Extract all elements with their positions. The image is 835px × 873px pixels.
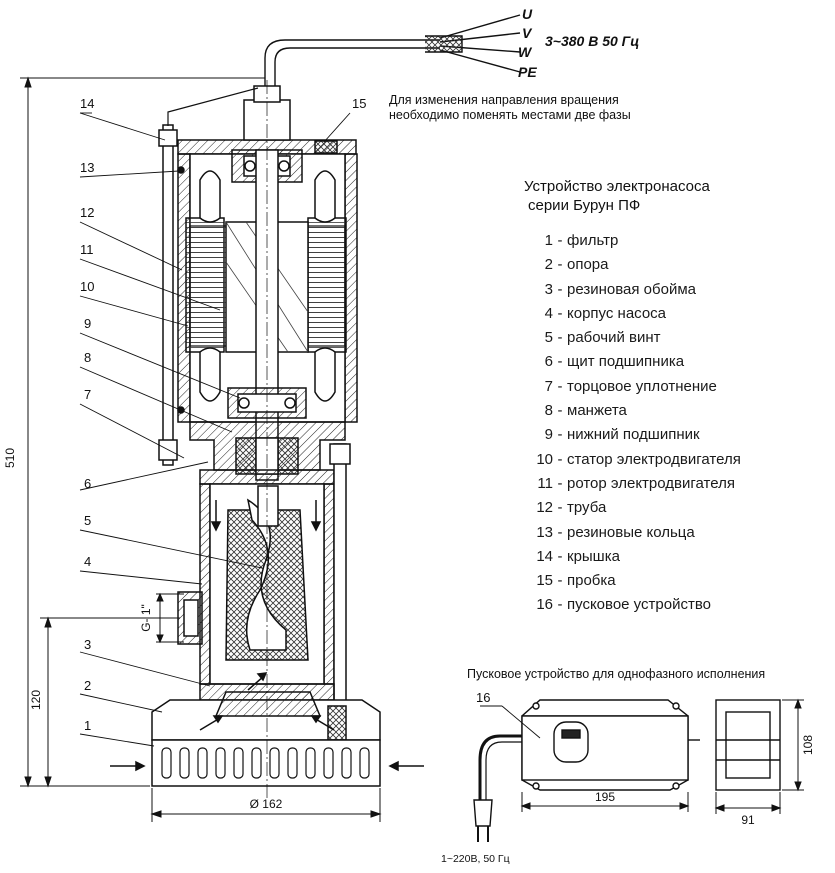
callout-10: 10 bbox=[80, 279, 94, 294]
plug-caption: 1~220В, 50 Гц bbox=[441, 853, 510, 865]
legend-title-line2: серии Бурун ПФ bbox=[528, 197, 641, 214]
height-120-value: 120 bbox=[29, 690, 43, 710]
legend-item: 11-ротор электродвигателя bbox=[537, 474, 735, 492]
rotation-note: Для изменения направления вращения необх… bbox=[389, 93, 631, 123]
parts-legend: 1-фильтр 2-опора 3-резиновая обойма 4-ко… bbox=[531, 229, 741, 618]
thread-value: G- 1" bbox=[139, 604, 153, 632]
rotation-note-line1: Для изменения направления вращения bbox=[389, 93, 619, 107]
phase-pe-label: PE bbox=[518, 64, 537, 80]
power-cable bbox=[264, 14, 521, 88]
legend-item: 3-резиновая обойма bbox=[544, 280, 696, 298]
filter-slots bbox=[161, 747, 370, 779]
legend-item: 6-щит подшипника bbox=[544, 353, 685, 371]
legend-title-line1: Устройство электронасоса bbox=[524, 178, 710, 195]
starter-title: Пусковое устройство для однофазного испо… bbox=[467, 667, 766, 681]
callout-7: 7 bbox=[84, 387, 91, 402]
legend-item: 8-манжета bbox=[544, 402, 627, 420]
diameter-dimension bbox=[150, 788, 382, 822]
starter-width-value: 195 bbox=[595, 790, 615, 804]
callout-6: 6 bbox=[84, 476, 91, 491]
callout-leaders bbox=[79, 112, 351, 747]
legend-item: 15-пробка bbox=[536, 572, 616, 590]
callout-9: 9 bbox=[84, 316, 91, 331]
legend-item: 5-рабочий винт bbox=[544, 329, 661, 347]
phase-w-label: W bbox=[518, 44, 533, 60]
starter-cable-plug bbox=[473, 734, 522, 842]
height-510-value: 510 bbox=[3, 448, 17, 468]
phase-v-label: V bbox=[522, 25, 533, 41]
starter-box-side bbox=[715, 699, 781, 791]
starter-height-value: 108 bbox=[801, 735, 815, 755]
legend-item: 13-резиновые кольца bbox=[536, 523, 695, 541]
starter-dimensions bbox=[520, 698, 804, 814]
pump-body bbox=[151, 443, 381, 787]
motor-housing bbox=[158, 85, 358, 481]
callout-2: 2 bbox=[84, 678, 91, 693]
callout-5: 5 bbox=[84, 513, 91, 528]
legend-item: 12-труба bbox=[536, 499, 607, 517]
callout-13: 13 bbox=[80, 160, 94, 175]
legend-item: 9-нижний подшипник bbox=[544, 426, 700, 444]
callout-8: 8 bbox=[84, 350, 91, 365]
starter-depth-value: 91 bbox=[741, 813, 755, 827]
callout-16-leader bbox=[501, 705, 541, 739]
legend-item: 16-пусковое устройство bbox=[536, 596, 711, 614]
callout-4: 4 bbox=[84, 554, 91, 569]
callout-15: 15 bbox=[352, 96, 366, 111]
thread-dimension bbox=[156, 592, 184, 644]
callout-14: 14 bbox=[80, 96, 94, 111]
diameter-value: Ø 162 bbox=[250, 797, 283, 811]
callout-3: 3 bbox=[84, 637, 91, 652]
callout-1: 1 bbox=[84, 718, 91, 733]
height-dimension-120 bbox=[40, 616, 180, 788]
callout-16: 16 bbox=[476, 690, 490, 705]
callout-12: 12 bbox=[80, 205, 94, 220]
flow-arrows bbox=[110, 500, 424, 772]
rotation-note-line2: необходимо поменять местами две фазы bbox=[389, 108, 631, 122]
supply-voltage-label: 3~380 В 50 Гц bbox=[545, 33, 639, 49]
callout-11: 11 bbox=[80, 242, 94, 257]
phase-u-label: U bbox=[522, 6, 533, 22]
legend-item: 10-статор электродвигателя bbox=[536, 450, 741, 468]
legend-item: 2-опора bbox=[544, 256, 609, 274]
legend-item: 7-торцовое уплотнение bbox=[544, 377, 717, 395]
legend-title: Устройство электронасоса серии Бурун ПФ bbox=[524, 177, 710, 215]
height-dimension-510 bbox=[20, 76, 265, 788]
legend-item: 1-фильтр bbox=[544, 232, 619, 249]
starter-box-front bbox=[521, 699, 700, 791]
legend-item: 14-крышка bbox=[536, 547, 620, 565]
legend-item: 4-корпус насоса bbox=[544, 304, 667, 322]
